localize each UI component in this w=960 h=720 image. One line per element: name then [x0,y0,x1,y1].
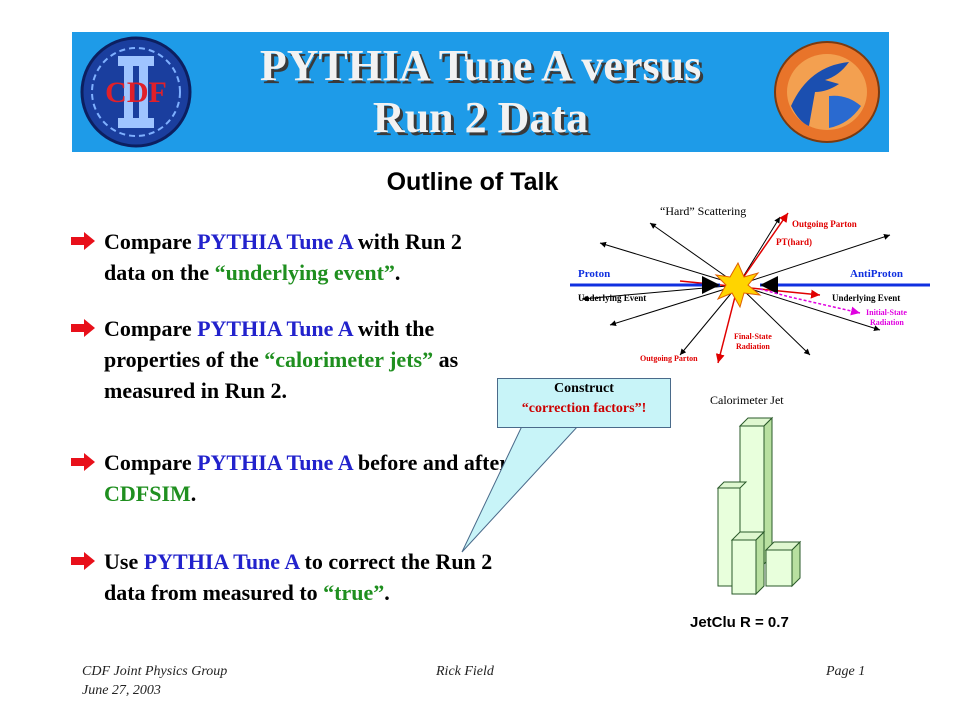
plain-text: measured in Run 2. [104,378,287,403]
initial-state-label-1: Initial-State [866,308,907,317]
jetclu-label: JetClu R = 0.7 [690,614,789,631]
page-title: PYTHIA Tune A versus Run 2 Data [72,40,889,144]
callout-line-1: Construct [554,381,614,396]
highlight-text: PYTHIA Tune A [197,316,353,341]
arrow-icon [71,453,95,471]
plain-text: properties of the [104,347,265,372]
footer-group: CDF Joint Physics Group [82,664,228,679]
bullet-2: Compare PYTHIA Tune A with the properties… [70,313,458,406]
bullet-text: Use PYTHIA Tune A to correct the Run 2 da… [104,546,492,608]
footer-page: Page 1 [826,664,866,679]
bullet-text: Compare PYTHIA Tune A with the properties… [104,313,458,406]
plain-text: . [394,260,401,285]
hard-scattering-diagram: “Hard” Scattering Outgoing Parton PT(har… [570,204,930,364]
plain-text: as [433,347,459,372]
plain-text: data from measured to [104,580,324,605]
quote-text: “calorimeter jets” [264,347,434,372]
highlight-text: PYTHIA Tune A [197,229,353,254]
plain-text: . [190,481,197,506]
arrow-icon [71,232,95,250]
arrow-icon [71,319,95,337]
plain-text: to correct the Run 2 [299,549,493,574]
callout-line-2: “correction factors”! [521,401,647,416]
highlight-text: PYTHIA Tune A [197,450,353,475]
footer-author: Rick Field [436,664,494,679]
highlight-text: PYTHIA Tune A [143,549,300,574]
calorimeter-jet-diagram: Calorimeter Jet [710,393,802,596]
antiproton-label: AntiProton [850,268,903,280]
plain-text: Compare [104,450,198,475]
underlying-event-right-label: Underlying Event [832,293,900,303]
plain-text: before and after [352,450,510,475]
plain-text: Compare [104,229,198,254]
final-state-label-2: Radiation [736,342,770,351]
title-banner: CDF PYTHIA Tune A versus Run 2 Data [72,32,889,152]
cdf-logo: CDF [80,36,192,148]
proton-label: Proton [578,268,610,280]
callout-box: Construct “correction factors”! [497,378,671,428]
collision-burst [714,261,762,309]
bullet-text: Compare PYTHIA Tune A with Run 2 data on … [104,226,462,288]
calorimeter-jet-title: Calorimeter Jet [710,393,784,407]
title-line-2: Run 2 Data [372,93,589,142]
quote-text: “true” [323,580,385,605]
outgoing-parton-bottom-label: Outgoing Parton [640,354,698,363]
outline-heading: Outline of Talk [386,168,559,196]
quote-text: “underlying event” [214,260,395,285]
outgoing-parton-top-label: Outgoing Parton [792,219,857,229]
bullet-1: Compare PYTHIA Tune A with Run 2 data on … [70,226,462,288]
cdf-logo-text: CDF [105,76,167,109]
plain-text: data on the [104,260,215,285]
pt-hard-label: PT(hard) [776,237,812,247]
initial-state-label-2: Radiation [870,318,904,327]
plain-text: with the [352,316,435,341]
quote-text: CDFSIM [104,481,191,506]
plain-text: Use [104,549,144,574]
florida-logo [774,41,880,143]
diagram-title: “Hard” Scattering [660,204,746,218]
arrow-icon [71,552,95,570]
bullet-4: Use PYTHIA Tune A to correct the Run 2 da… [70,546,492,608]
underlying-event-left-label: Underlying Event [578,293,646,303]
final-state-label-1: Final-State [734,332,772,341]
title-line-1: PYTHIA Tune A versus [259,41,702,90]
footer-date: June 27, 2003 [82,683,161,698]
plain-text: with Run 2 [352,229,462,254]
plain-text: . [384,580,390,605]
plain-text: Compare [104,316,198,341]
